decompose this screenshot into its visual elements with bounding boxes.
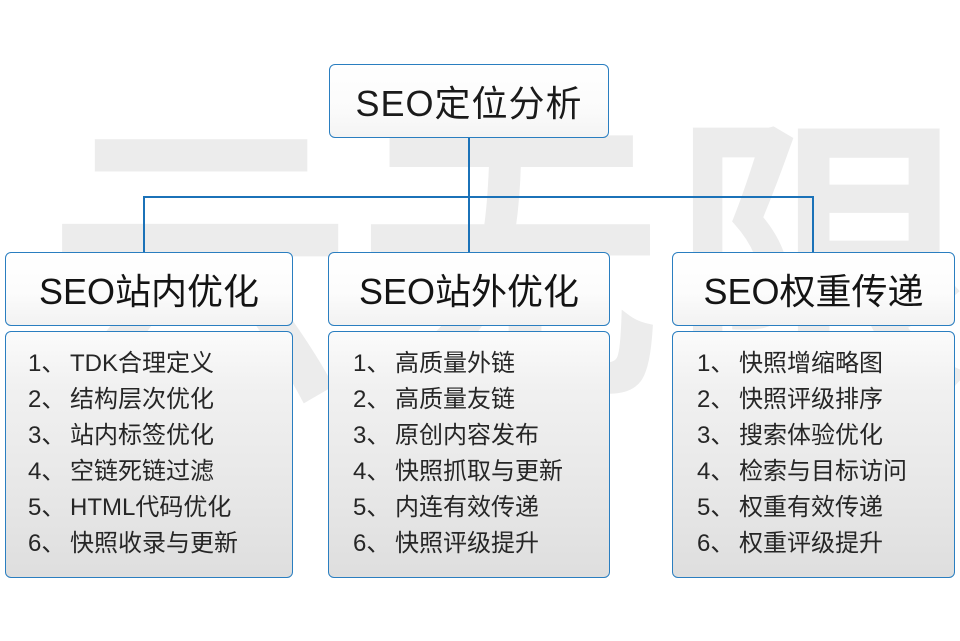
list-item-text: 快照抓取与更新 [395,458,563,485]
list-item-text: 权重有效传递 [739,494,883,521]
list-item[interactable]: 3、 站内标签优化 [28,418,292,454]
list-item-text: 检索与目标访问 [739,458,907,485]
list-item-text: 内连有效传递 [395,494,539,521]
connector-drop-col2 [812,196,814,253]
list-item-index: 4、 [697,458,735,485]
list-item[interactable]: 1、 高质量外链 [353,346,609,382]
list-item-text: 快照评级排序 [739,386,883,413]
list-item-index: 3、 [353,422,391,449]
list-item-text: 高质量外链 [395,350,515,377]
column-body-seo-weight: 1、 快照增缩略图 2、 快照评级排序 3、 搜索体验优化 4、 检索与目标访问… [672,331,955,578]
list-item-index: 3、 [697,422,735,449]
list-item-index: 5、 [697,494,735,521]
item-list: 1、 快照增缩略图 2、 快照评级排序 3、 搜索体验优化 4、 检索与目标访问… [673,346,954,562]
list-item[interactable]: 6、 权重评级提升 [697,526,954,562]
column-body-seo-offsite: 1、 高质量外链 2、 高质量友链 3、 原创内容发布 4、 快照抓取与更新 5… [328,331,610,578]
list-item-text: 高质量友链 [395,386,515,413]
list-item-text: 原创内容发布 [395,422,539,449]
list-item-text: 快照评级提升 [395,530,539,557]
list-item-text: HTML代码优化 [70,494,232,521]
connector-drop-col1 [468,196,470,253]
list-item[interactable]: 3、 搜索体验优化 [697,418,954,454]
column-header-label: SEO站内优化 [38,271,260,312]
column-body-seo-onsite: 1、 TDK合理定义 2、 结构层次优化 3、 站内标签优化 4、 空链死链过滤… [5,331,293,578]
list-item-index: 1、 [353,350,391,377]
list-item[interactable]: 6、 快照收录与更新 [28,526,292,562]
connector-drop-col0 [143,196,145,253]
list-item[interactable]: 5、 权重有效传递 [697,490,954,526]
column-header-seo-weight[interactable]: SEO权重传递 [672,252,955,326]
list-item-text: 快照收录与更新 [70,530,238,557]
connector-root-stem [468,138,470,197]
list-item[interactable]: 1、 TDK合理定义 [28,346,292,382]
list-item[interactable]: 4、 空链死链过滤 [28,454,292,490]
list-item[interactable]: 5、 内连有效传递 [353,490,609,526]
list-item-index: 6、 [353,530,391,557]
list-item-index: 2、 [28,386,66,413]
list-item-index: 1、 [28,350,66,377]
list-item-index: 4、 [28,458,66,485]
list-item-index: 5、 [28,494,66,521]
item-list: 1、 高质量外链 2、 高质量友链 3、 原创内容发布 4、 快照抓取与更新 5… [329,346,609,562]
list-item-text: 权重评级提升 [739,530,883,557]
list-item-text: 快照增缩略图 [739,350,883,377]
list-item-index: 5、 [353,494,391,521]
column-header-seo-offsite[interactable]: SEO站外优化 [328,252,610,326]
list-item[interactable]: 3、 原创内容发布 [353,418,609,454]
list-item[interactable]: 6、 快照评级提升 [353,526,609,562]
list-item[interactable]: 1、 快照增缩略图 [697,346,954,382]
connector-horizontal-bus [143,196,814,198]
item-list: 1、 TDK合理定义 2、 结构层次优化 3、 站内标签优化 4、 空链死链过滤… [6,346,292,562]
root-node[interactable]: SEO定位分析 [329,64,609,138]
column-header-seo-onsite[interactable]: SEO站内优化 [5,252,293,326]
list-item-index: 6、 [28,530,66,557]
list-item-index: 1、 [697,350,735,377]
column-header-label: SEO权重传递 [703,271,924,312]
list-item[interactable]: 2、 结构层次优化 [28,382,292,418]
list-item-index: 3、 [28,422,66,449]
list-item-index: 2、 [353,386,391,413]
list-item-text: TDK合理定义 [70,350,214,377]
list-item[interactable]: 2、 高质量友链 [353,382,609,418]
list-item[interactable]: 4、 检索与目标访问 [697,454,954,490]
list-item-text: 空链死链过滤 [70,458,214,485]
list-item-index: 4、 [353,458,391,485]
list-item[interactable]: 2、 快照评级排序 [697,382,954,418]
list-item-index: 2、 [697,386,735,413]
list-item-text: 结构层次优化 [70,386,214,413]
root-node-label: SEO定位分析 [355,83,583,124]
list-item-index: 6、 [697,530,735,557]
column-header-label: SEO站外优化 [358,271,580,312]
list-item[interactable]: 4、 快照抓取与更新 [353,454,609,490]
list-item-text: 站内标签优化 [70,422,214,449]
list-item[interactable]: 5、 HTML代码优化 [28,490,292,526]
list-item-text: 搜索体验优化 [739,422,883,449]
